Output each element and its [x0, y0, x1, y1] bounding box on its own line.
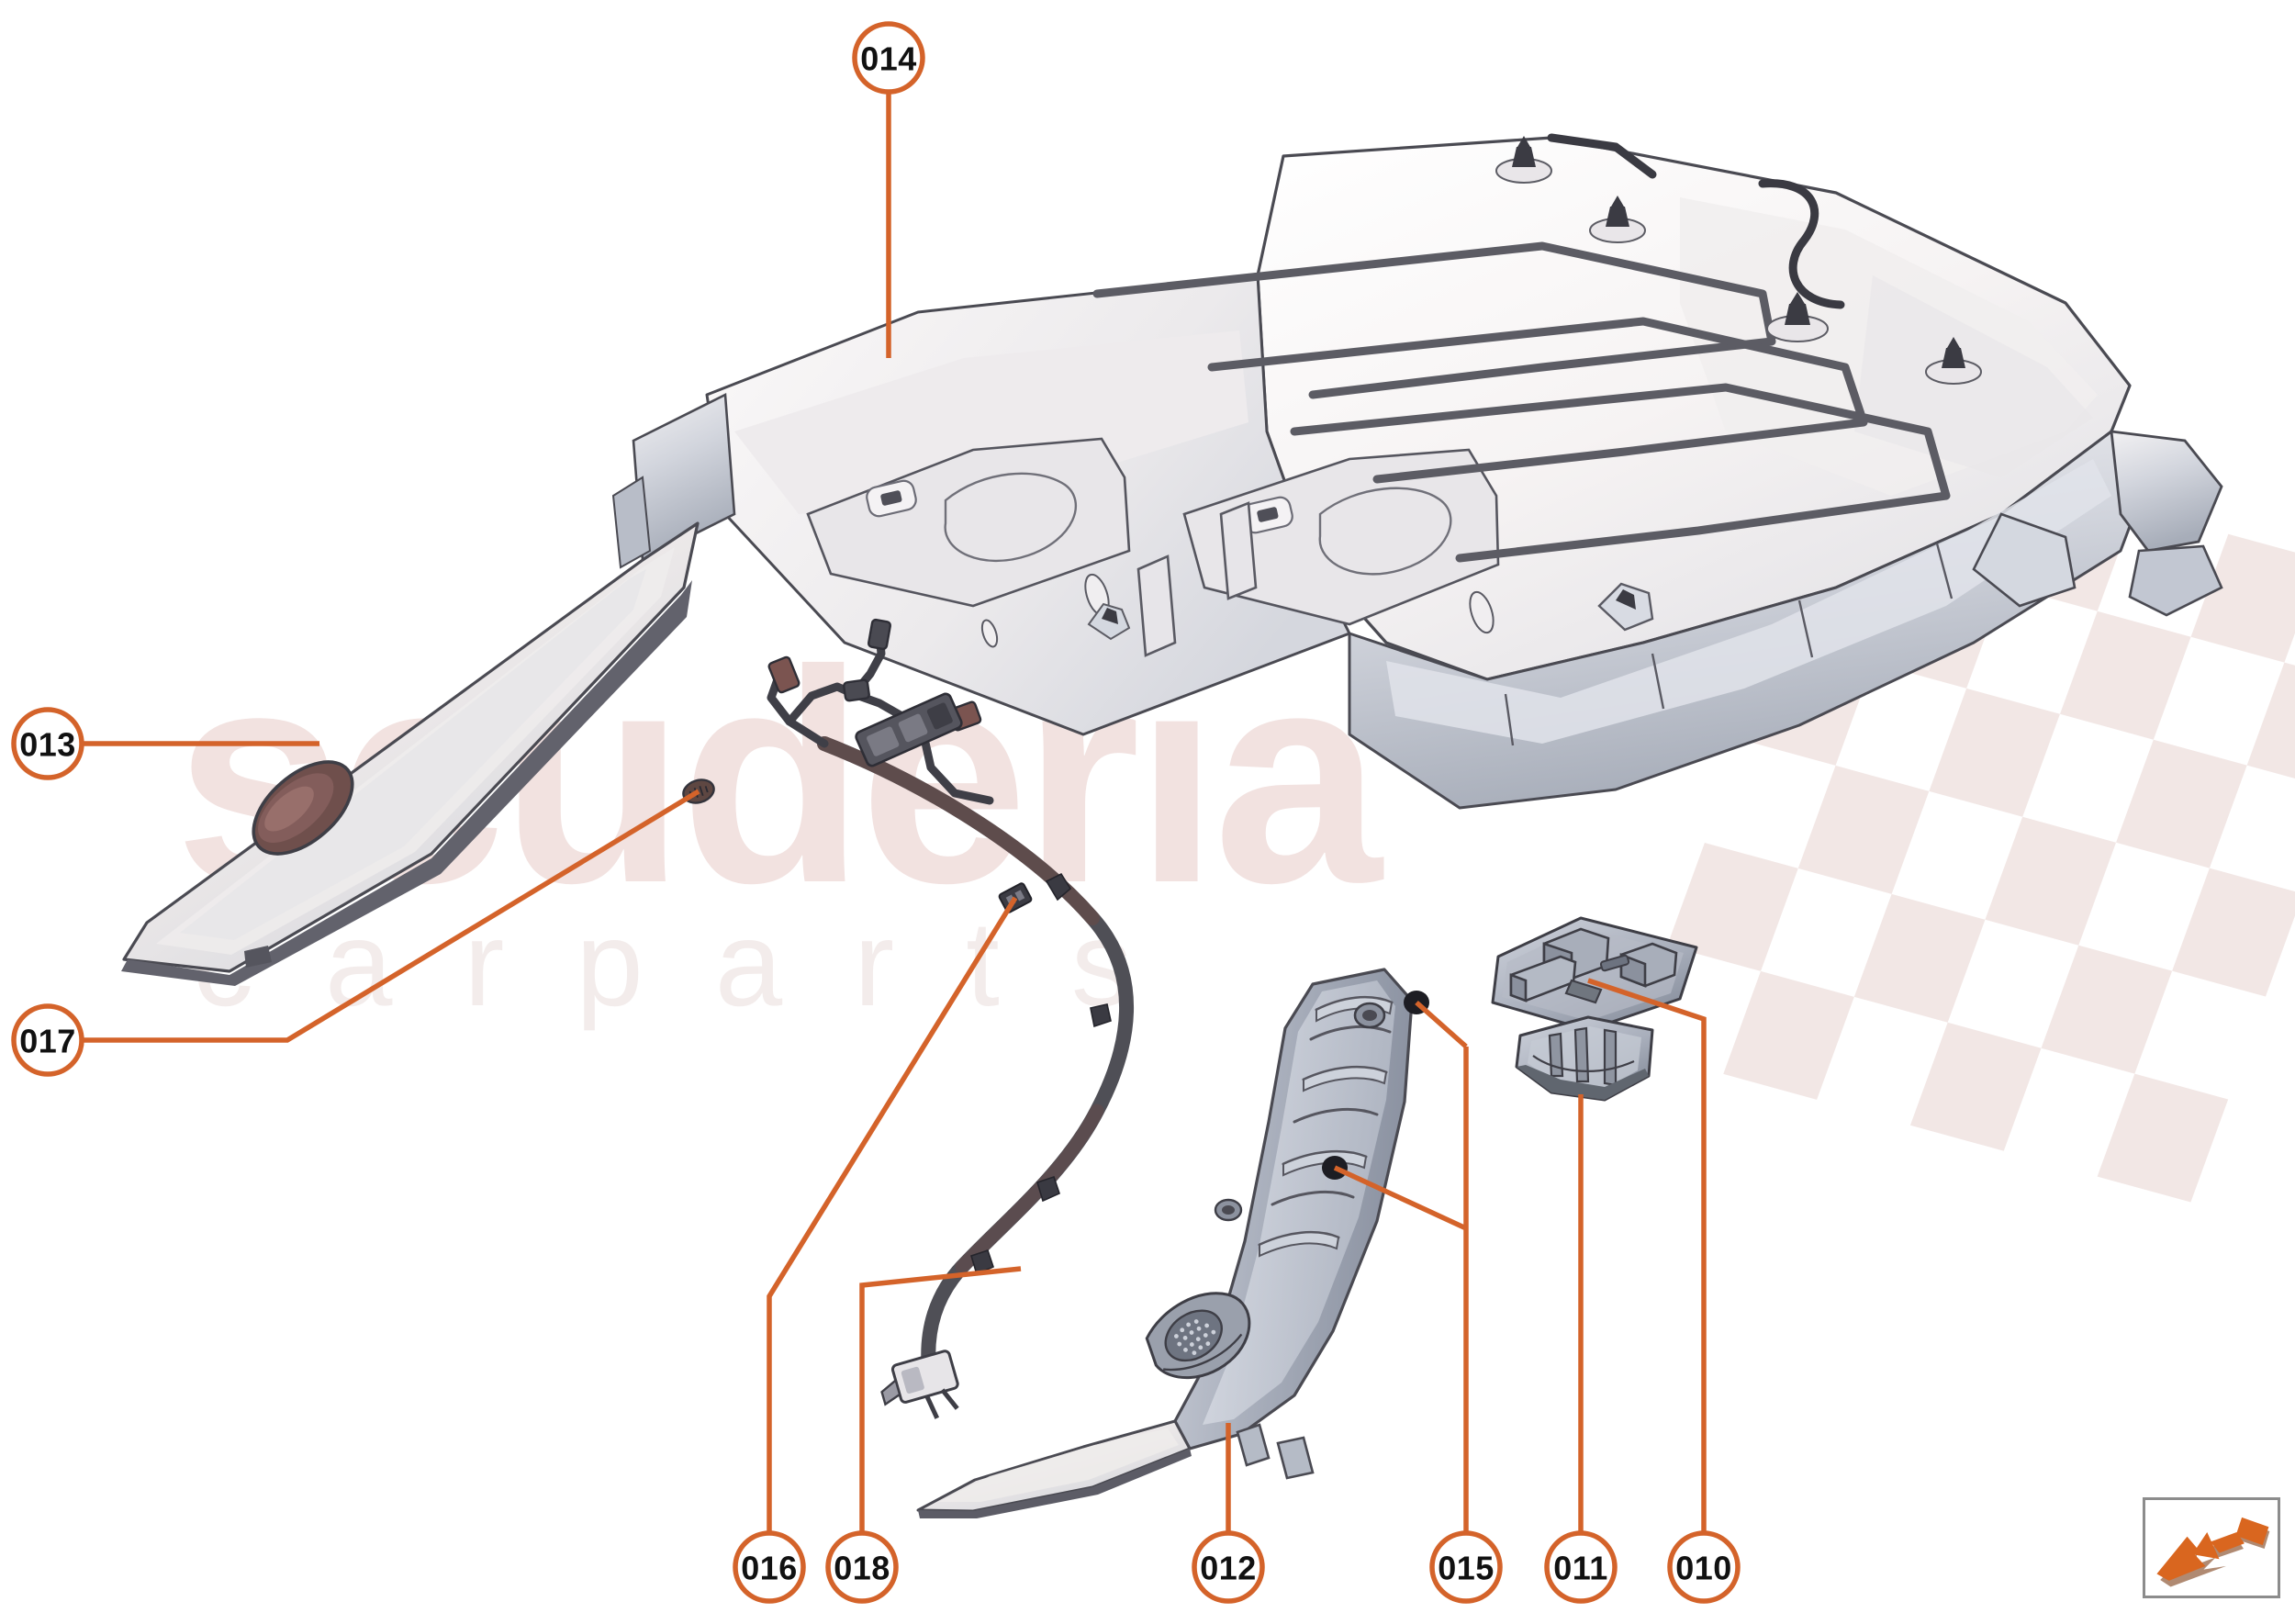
leader-010	[1587, 978, 1707, 1535]
roof-boss	[1597, 582, 1654, 632]
arrow-logo-icon	[2156, 1517, 2270, 1587]
callout-015-fastener[interactable]: 015	[1429, 1530, 1503, 1604]
leader-018	[859, 1266, 1022, 1535]
callout-circle	[825, 1530, 899, 1604]
callout-circle	[1667, 1530, 1741, 1604]
scuderia-arrow-logo[interactable]	[2143, 1497, 2280, 1598]
callout-circle	[1429, 1530, 1503, 1604]
callout-circle	[1192, 1530, 1265, 1604]
callout-circle	[733, 1530, 806, 1604]
callout-013-rear-pillar-trim[interactable]: 013	[11, 707, 84, 780]
part-013-rear-quarter-pillar-trim	[121, 521, 700, 986]
callout-label: 011	[1553, 1550, 1608, 1587]
callout-circle	[852, 21, 925, 95]
callout-circle	[1544, 1530, 1618, 1604]
callout-circle	[11, 707, 84, 780]
arrow-logo-mark	[2156, 1517, 2269, 1581]
callout-label: 014	[860, 40, 917, 78]
leader-017	[81, 789, 700, 1043]
callout-label: 018	[834, 1550, 890, 1587]
part-012-front-a-pillar-trim	[916, 968, 1414, 1518]
callout-011-lamp-cover[interactable]: 011	[1544, 1530, 1618, 1604]
callout-label: 013	[19, 726, 76, 764]
part-011-interior-lamp-cover	[1515, 1015, 1654, 1102]
callout-012-front-pillar-trim[interactable]: 012	[1192, 1530, 1265, 1604]
callout-label: 015	[1438, 1550, 1495, 1587]
leader-015	[1333, 1000, 1469, 1535]
callout-circle	[11, 1003, 84, 1077]
callout-label: 017	[19, 1023, 76, 1060]
callout-014-roof-lining[interactable]: 014	[852, 21, 925, 95]
callout-017-clip[interactable]: 017	[11, 1003, 84, 1077]
leader-016	[767, 896, 1018, 1535]
callout-label: 010	[1675, 1550, 1732, 1587]
callout-markers: 014 013 017 016 018 012 015 011 010	[11, 21, 1741, 1604]
callout-010-lamp-bracket[interactable]: 010	[1667, 1530, 1741, 1604]
part-014-roof-lining-panel	[611, 133, 2223, 810]
callout-018-roof-wiring-harness[interactable]: 018	[825, 1530, 899, 1604]
callout-label: 016	[741, 1550, 798, 1587]
roof-stud	[1087, 136, 1982, 641]
callout-016-retaining-clip[interactable]: 016	[733, 1530, 806, 1604]
callout-label: 012	[1200, 1550, 1257, 1587]
